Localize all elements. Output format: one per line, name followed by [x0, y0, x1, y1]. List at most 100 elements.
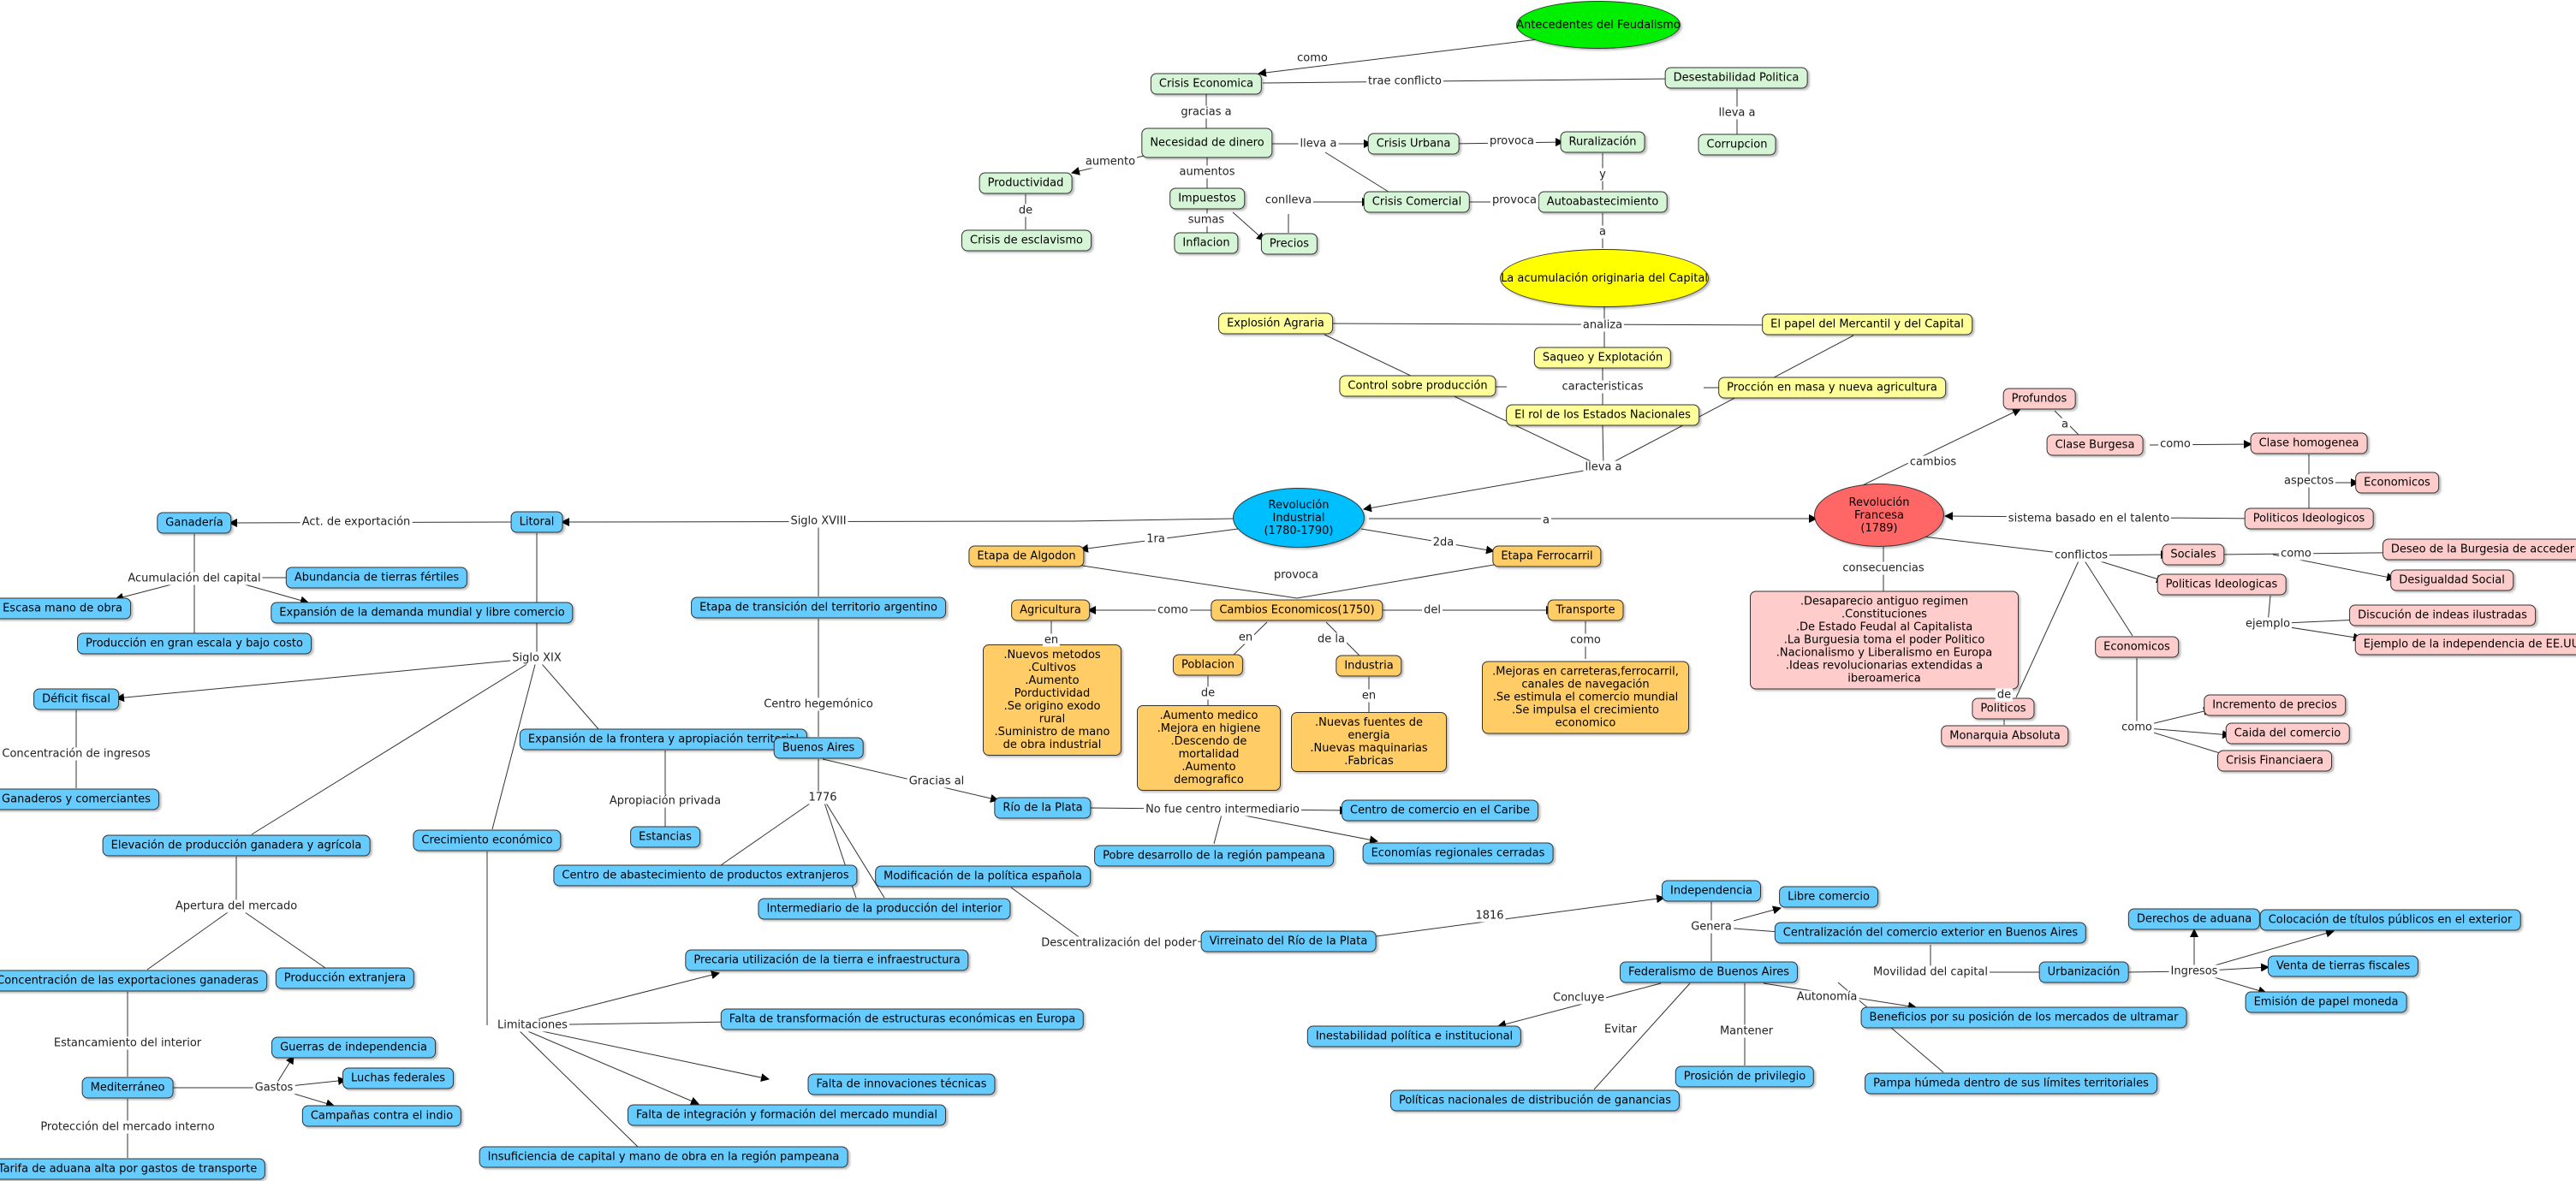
node-estancias[interactable]: Estancias: [630, 826, 700, 848]
node-agricultura-detalle[interactable]: .Nuevos metodos .Cultivos .Aumento Pordu…: [983, 644, 1121, 756]
node-cambios-economicos[interactable]: Cambios Economicos(1750): [1211, 599, 1383, 621]
node-transporte-detalle[interactable]: .Mejoras en carreteras,ferrocarril, cana…: [1482, 661, 1689, 734]
node-productividad[interactable]: Productividad: [979, 172, 1073, 194]
node-intermediario-produccion[interactable]: Intermediario de la producción del inter…: [758, 898, 1011, 920]
node-deficit-fiscal[interactable]: Déficit fiscal: [33, 688, 119, 710]
node-concentracion-exportaciones[interactable]: Concentración de las exportaciones ganad…: [0, 970, 267, 992]
node-insuficiencia-capital[interactable]: Insuficiencia de capital y mano de obra …: [479, 1146, 848, 1168]
node-escasa-mano-obra[interactable]: Escasa mano de obra: [0, 597, 131, 620]
node-explosion-agraria[interactable]: Explosión Agraria: [1218, 312, 1333, 335]
node-discucion-ideas[interactable]: Discución de indeas ilustradas: [2349, 604, 2536, 626]
node-etapa-ferrocarril[interactable]: Etapa Ferrocarril: [1492, 545, 1602, 567]
node-ganaderos-comerciantes[interactable]: Ganaderos y comerciantes: [0, 788, 159, 810]
node-inestabilidad-politica[interactable]: Inestabilidad política e institucional: [1306, 1025, 1522, 1047]
node-centro-abastecimiento[interactable]: Centro de abastecimiento de productos ex…: [553, 864, 858, 887]
node-inflacion[interactable]: Inflacion: [1174, 232, 1239, 254]
node-incremento-precios[interactable]: Incremento de precios: [2204, 694, 2346, 716]
node-impuestos[interactable]: Impuestos: [1169, 187, 1245, 210]
node-control-produccion[interactable]: Control sobre producción: [1339, 375, 1496, 397]
node-falta-transformacion[interactable]: Falta de transformación de estructuras e…: [720, 1008, 1085, 1030]
node-ganaderia[interactable]: Ganadería: [157, 512, 232, 534]
node-pampa-humeda[interactable]: Pampa húmeda dentro de sus límites terri…: [1865, 1072, 2157, 1095]
node-antecedentes-feudalismo[interactable]: Antecedentes del Feudalismo: [1516, 1, 1681, 49]
node-independencia[interactable]: Independencia: [1661, 880, 1762, 902]
node-profundos[interactable]: Profundos: [2002, 388, 2076, 410]
node-modificacion-politica[interactable]: Modificación de la política española: [875, 865, 1091, 887]
node-deseo-burguesia[interactable]: Deseo de la Burgesia de acceder: [2382, 538, 2576, 561]
node-elevacion-produccion[interactable]: Elevación de producción ganadera y agríc…: [102, 834, 371, 857]
node-urbanizacion[interactable]: Urbanización: [2038, 961, 2129, 983]
node-papel-mercantil[interactable]: El papel del Mercantil y del Capital: [1762, 313, 1972, 335]
node-etapa-algodon[interactable]: Etapa de Algodon: [968, 545, 1085, 567]
node-crisis-esclavismo[interactable]: Crisis de esclavismo: [961, 229, 1092, 252]
node-corrupcion[interactable]: Corrupcion: [1698, 134, 1776, 156]
node-ruralizacion[interactable]: Ruralización: [1560, 131, 1645, 153]
node-produccion-masa[interactable]: Procción en masa y nueva agricultura: [1718, 377, 1946, 399]
node-caida-comercio[interactable]: Caida del comercio: [2225, 722, 2350, 745]
node-produccion-gran-escala[interactable]: Producción en gran escala y bajo costo: [77, 632, 312, 655]
node-economicos-aspectos[interactable]: Economicos: [2355, 472, 2439, 494]
node-precios[interactable]: Precios: [1260, 233, 1318, 255]
node-crisis-economica[interactable]: Crisis Economica: [1150, 73, 1263, 95]
node-crecimiento-economico[interactable]: Crecimiento económico: [413, 829, 562, 852]
node-industria[interactable]: Industria: [1336, 655, 1402, 677]
node-politicos-ideologicos[interactable]: Politicos Ideologicos: [2244, 507, 2374, 530]
node-litoral[interactable]: Litoral: [510, 511, 563, 533]
node-luchas-federales[interactable]: Luchas federales: [342, 1067, 455, 1089]
node-mediterraneo[interactable]: Mediterráneo: [81, 1077, 174, 1099]
node-campanas-indio[interactable]: Campañas contra el indio: [301, 1105, 462, 1127]
node-crisis-urbana[interactable]: Crisis Urbana: [1367, 133, 1460, 155]
node-proscion-privilegio[interactable]: Prosición de privilegio: [1675, 1065, 1815, 1088]
node-acumulacion-originaria[interactable]: La acumulación originaria del Capital: [1500, 249, 1709, 307]
node-libre-comercio[interactable]: Libre comercio: [1779, 886, 1878, 908]
node-desestabilidad-politica[interactable]: Desestabilidad Politica: [1664, 67, 1808, 89]
node-colocacion-titulos[interactable]: Colocación de títulos públicos en el ext…: [2259, 909, 2521, 931]
node-precaria-utilizacion[interactable]: Precaria utilización de la tierra e infr…: [685, 949, 969, 971]
node-expansion-frontera[interactable]: Expansión de la frontera y apropiación t…: [519, 728, 808, 751]
node-etapa-transicion[interactable]: Etapa de transición del territorio argen…: [691, 596, 946, 619]
node-rol-estados[interactable]: El rol de los Estados Nacionales: [1506, 404, 1699, 426]
node-consecuencias-detalle[interactable]: .Desaparecio antiguo regimen .Constituci…: [1750, 590, 2019, 690]
node-agricultura[interactable]: Agricultura: [1011, 599, 1090, 621]
node-autoabastecimiento[interactable]: Autoabastecimiento: [1538, 191, 1668, 213]
node-clase-burguesa[interactable]: Clase Burgesa: [2046, 434, 2144, 456]
node-derechos-aduana[interactable]: Derechos de aduana: [2127, 908, 2261, 930]
node-politicas-nacionales[interactable]: Políticas nacionales de distribución de …: [1389, 1089, 1681, 1112]
node-virreinato[interactable]: Virreinato del Río de la Plata: [1200, 930, 1377, 953]
node-politicos[interactable]: Politicos: [1972, 697, 2035, 720]
node-necesidad-dinero[interactable]: Necesidad de dinero: [1141, 128, 1273, 158]
node-revolucion-industrial[interactable]: Revolución Industrial (1780-1790): [1233, 488, 1365, 548]
node-revolucion-francesa[interactable]: Revolución Francesa (1789): [1814, 484, 1944, 547]
node-emision-moneda[interactable]: Emisión de papel moneda: [2245, 991, 2407, 1013]
node-rio-plata[interactable]: Río de la Plata: [994, 797, 1092, 819]
node-crisis-comercial[interactable]: Crisis Comercial: [1363, 191, 1471, 213]
node-poblacion-detalle[interactable]: .Aumento medico .Mejora en higiene .Desc…: [1137, 705, 1281, 791]
node-abundancia-tierras[interactable]: Abundancia de tierras fértiles: [285, 567, 468, 589]
node-crisis-financiera[interactable]: Crisis Financiaera: [2217, 750, 2332, 772]
node-transporte[interactable]: Transporte: [1547, 599, 1624, 621]
node-poblacion[interactable]: Poblacion: [1172, 654, 1244, 676]
node-desigualdad-social[interactable]: Desigualdad Social: [2390, 569, 2514, 591]
node-pobre-desarrollo[interactable]: Pobre desarrollo de la región pampeana: [1094, 845, 1334, 867]
node-expansion-demanda[interactable]: Expansión de la demanda mundial y libre …: [271, 602, 574, 624]
node-monarquia-absoluta[interactable]: Monarquia Absoluta: [1941, 725, 2069, 747]
node-tarifa-aduana[interactable]: Tarifa de aduana alta por gastos de tran…: [0, 1158, 266, 1180]
node-centralizacion-comercio[interactable]: Centralización del comercio exterior en …: [1774, 922, 2087, 944]
node-economicos-conflictos[interactable]: Economicos: [2095, 636, 2179, 658]
node-venta-tierras[interactable]: Venta de tierras fiscales: [2267, 955, 2419, 977]
node-saqueo-explotacion[interactable]: Saqueo y Explotación: [1533, 347, 1672, 369]
node-ejemplo-independencia[interactable]: Ejemplo de la independencia de EE.UU: [2354, 633, 2576, 656]
node-sociales[interactable]: Sociales: [2162, 543, 2225, 566]
node-produccion-extranjera[interactable]: Producción extranjera: [275, 967, 415, 989]
node-clase-homogenea[interactable]: Clase homogenea: [2250, 432, 2368, 454]
node-industria-detalle[interactable]: .Nuevas fuentes de energia .Nuevas maqui…: [1291, 712, 1447, 772]
node-guerras-independencia[interactable]: Guerras de independencia: [271, 1036, 436, 1059]
node-centro-caribe[interactable]: Centro de comercio en el Caribe: [1342, 799, 1538, 822]
node-falta-integracion[interactable]: Falta de integración y formación del mer…: [628, 1104, 946, 1126]
node-politicas-ideologicas[interactable]: Politicas Ideologicas: [2157, 573, 2287, 596]
node-buenos-aires[interactable]: Buenos Aires: [773, 737, 864, 759]
node-economias-regionales[interactable]: Economías regionales cerradas: [1362, 842, 1554, 864]
node-falta-innovaciones[interactable]: Falta de innovaciones técnicas: [807, 1073, 996, 1095]
node-beneficios-posicion[interactable]: Beneficios por su posición de los mercad…: [1860, 1006, 2187, 1029]
node-federalismo-buenos-aires[interactable]: Federalismo de Buenos Aires: [1619, 961, 1799, 983]
